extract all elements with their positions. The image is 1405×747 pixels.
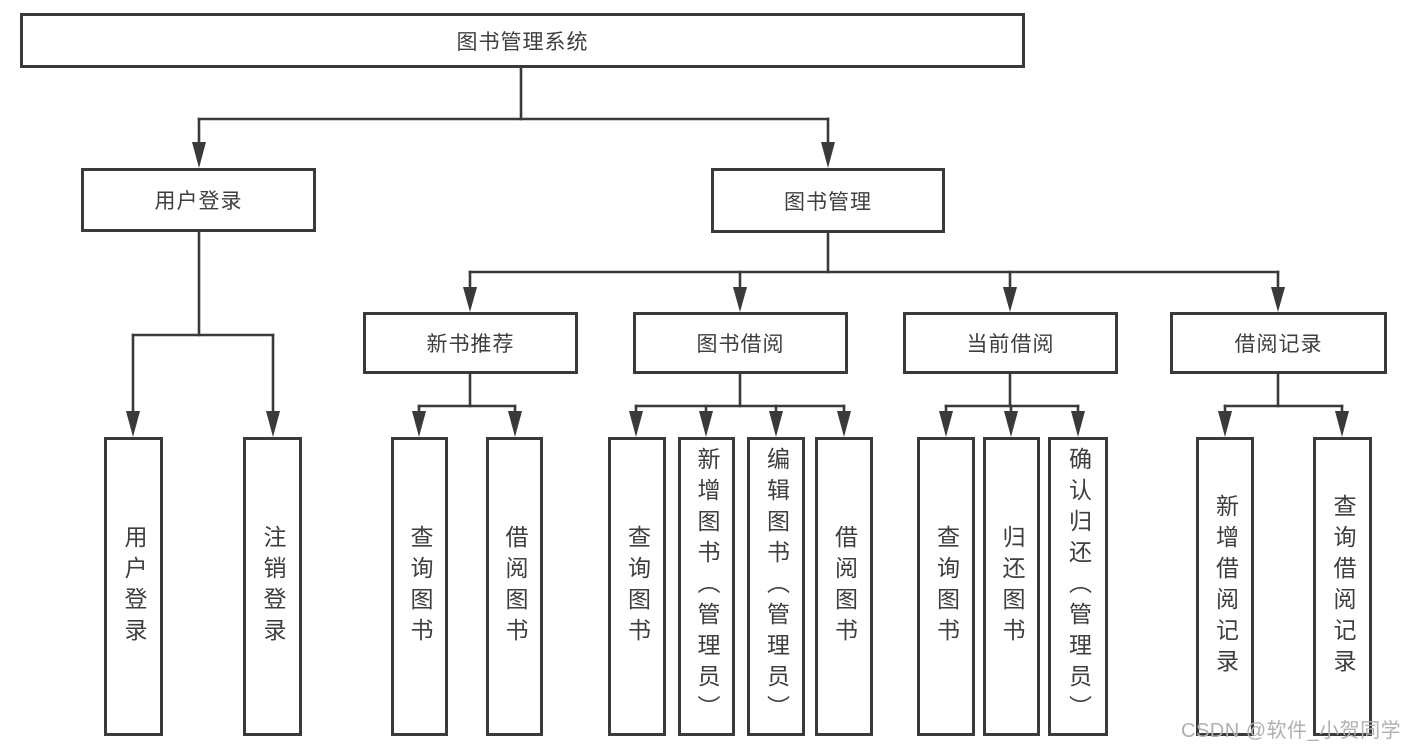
arrowheads [126, 142, 1349, 437]
leaf-newbooks-query-books: 查询图书 [391, 437, 448, 736]
node-user-login-label: 用户登录 [154, 190, 243, 213]
leaf-records-query-record-label: 查询借阅记录 [1330, 493, 1356, 680]
leaf-logout-label: 注销登录 [260, 524, 286, 649]
leaf-borrow-edit-books-admin-label: 编辑图书（管理员） [763, 447, 790, 726]
node-book-borrow-label: 图书借阅 [696, 333, 785, 356]
node-root: 图书管理系统 [20, 13, 1025, 68]
node-user-login: 用户登录 [81, 168, 316, 232]
leaf-user-login-label: 用户登录 [121, 524, 147, 649]
node-current-borrow-label: 当前借阅 [966, 333, 1055, 356]
leaf-current-return-books: 归还图书 [983, 437, 1040, 736]
leaf-newbooks-borrow-books-label: 借阅图书 [502, 524, 528, 649]
leaf-logout: 注销登录 [243, 437, 302, 736]
leaf-records-query-record: 查询借阅记录 [1313, 437, 1372, 736]
leaf-user-login: 用户登录 [104, 437, 163, 736]
leaf-records-add-record-label: 新增借阅记录 [1212, 493, 1239, 680]
node-new-book-recommend: 新书推荐 [363, 312, 578, 374]
leaf-borrow-add-books-admin: 新增图书（管理员） [678, 437, 735, 736]
node-borrow-records-label: 借阅记录 [1234, 333, 1323, 356]
leaf-borrow-query-books: 查询图书 [608, 437, 666, 736]
node-book-management: 图书管理 [711, 168, 945, 233]
leaf-newbooks-borrow-books: 借阅图书 [486, 437, 543, 736]
leaf-borrow-borrow-books-label: 借阅图书 [831, 524, 858, 649]
node-root-label: 图书管理系统 [456, 30, 589, 54]
node-book-management-label: 图书管理 [784, 190, 872, 214]
leaf-borrow-add-books-admin-label: 新增图书（管理员） [694, 447, 720, 726]
node-book-borrow: 图书借阅 [633, 312, 848, 374]
leaf-borrow-borrow-books: 借阅图书 [815, 437, 873, 736]
leaf-newbooks-query-books-label: 查询图书 [407, 524, 433, 649]
leaf-records-add-record: 新增借阅记录 [1196, 437, 1254, 736]
node-new-book-recommend-label: 新书推荐 [426, 333, 515, 356]
leaf-borrow-edit-books-admin: 编辑图书（管理员） [747, 437, 805, 736]
node-borrow-records: 借阅记录 [1170, 312, 1387, 374]
node-current-borrow: 当前借阅 [903, 312, 1118, 374]
leaf-current-query-books-label: 查询图书 [933, 524, 960, 649]
leaf-current-return-books-label: 归还图书 [999, 524, 1025, 649]
leaf-borrow-query-books-label: 查询图书 [624, 524, 651, 649]
leaf-current-query-books: 查询图书 [917, 437, 975, 736]
leaf-current-confirm-return-admin-label: 确认归还（管理员） [1065, 447, 1092, 726]
leaf-current-confirm-return-admin: 确认归还（管理员） [1048, 437, 1108, 736]
csdn-watermark: CSDN @软件_小贺同学 [1181, 720, 1402, 742]
